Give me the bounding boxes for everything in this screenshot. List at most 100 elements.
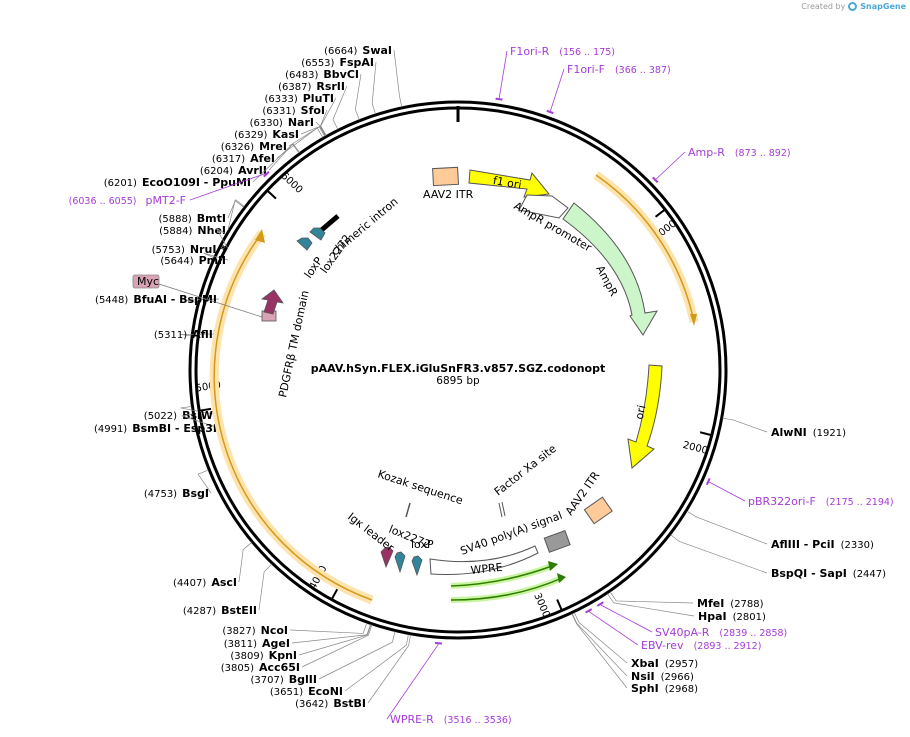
site-bglii[interactable]: BglII(3707) [251,631,396,686]
site-bstbi[interactable]: BstBI(3642) [295,634,411,710]
site-name: AfeI [250,152,275,165]
site-afei[interactable]: AfeI(6317) [212,127,324,165]
site-rsrii[interactable]: RsrII(6387) [278,80,348,130]
site-leader [686,510,768,545]
site-bsgi[interactable]: BsgI(4753) [144,469,212,500]
primer-bind-mark [585,608,593,614]
site-swai[interactable]: SwaI(6664) [324,44,403,108]
site-name: BsgI [182,487,209,500]
site-nsii[interactable]: NsiI(2966) [571,613,694,683]
snapgene-credit: Created by SnapGene [801,2,906,11]
primer-amp-r[interactable]: Amp-R(873 .. 892) [652,146,791,184]
site-leader [289,622,368,634]
site-bsiwi[interactable]: BsiWI(5022) [144,406,220,422]
site-asci[interactable]: AscI(4407) [173,542,252,589]
sv40-shape [543,530,571,553]
primer-name: F1ori-R [510,45,550,58]
site-name: NheI [197,224,226,237]
site-leader [276,127,324,159]
site-acc65i[interactable]: Acc65I(3805) [221,624,373,674]
credit-brand: SnapGene [860,2,906,11]
site-position: (3811) [224,639,257,650]
site-bsteii[interactable]: BstEII(4287) [183,563,272,617]
primer-bind-mark [652,176,659,184]
site-leader [180,406,220,416]
primer-f1ori-f[interactable]: F1ori-F(366 .. 387) [546,63,671,115]
primer-wpre-r[interactable]: WPRE-R(3516 .. 3536) [386,642,512,726]
orf-arc-right-head [690,314,697,326]
site-position: (3642) [295,699,328,710]
aav2-itr-top-shape [432,166,459,187]
site-position: (6483) [285,70,318,81]
site-position: (3651) [270,687,303,698]
primer-name: WPRE-R [390,713,434,726]
primer-bind-mark [495,97,503,101]
site-bfuai[interactable]: BfuAI - BspMI(5448) [95,293,220,306]
tick-6000 [267,190,277,200]
site-nrui[interactable]: NruI *(5753) [152,227,229,256]
site-position: (6326) [221,142,254,153]
primer-range: (366 .. 387) [615,65,671,76]
primer-pmt2-f[interactable]: pMT2-F(6036 .. 6055) [69,171,270,207]
site-position: (4991) [94,424,127,435]
sv40-label: SV40 poly(A) signal [459,509,564,558]
site-ncoi[interactable]: NcoI(3827) [222,622,368,637]
site-name: SfoI [301,104,325,117]
site-mfei[interactable]: MfeI(2788) [609,591,764,610]
site-nhei[interactable]: NheI(5884) [159,200,244,237]
primer-ebv-rev[interactable]: EBV-rev(2893 .. 2912) [585,608,762,652]
site-name: RsrII [316,80,345,93]
credit-created-by: Created by [801,2,846,11]
site-pmli[interactable]: PmlI(5644) [160,252,229,267]
orf-arc-left-head [255,229,265,243]
tick-2000 [699,431,712,436]
primer-f1ori-r[interactable]: F1ori-R(156 .. 175) [495,45,615,101]
site-alwni[interactable]: AlwNI(1921) [722,417,846,439]
site-econi[interactable]: EcoNI(3651) [270,634,409,698]
backbone [188,100,728,640]
site-mrei[interactable]: MreI(6326) [221,126,325,153]
primer-leader [588,611,639,646]
lox2272-bottom-shape [394,551,406,574]
site-ecoo109i[interactable]: EcoO109I - PpuMI(6201) [104,143,300,189]
primer-leader [655,151,686,180]
site-bmti[interactable]: BmtI(5888) [159,199,245,225]
site-afliii[interactable]: AflIII - PciI(2330) [686,510,874,551]
site-avrii[interactable]: AvrII(6204) [200,143,300,177]
site-hpai[interactable]: HpaI(2801) [607,593,766,623]
site-position: (2447) [853,569,886,580]
site-bbvci[interactable]: BbvCI(6483) [285,68,362,120]
site-name: KasI [272,128,299,141]
primer-leader [550,68,565,112]
site-kasi[interactable]: KasI(6329) [234,125,326,141]
site-leader [670,534,768,574]
site-bspqi[interactable]: BspQI - SapI(2447) [670,534,886,580]
primer-range: (2839 .. 2858) [719,628,787,639]
site-bsmbi[interactable]: BsmBI - Esp3I (4991) [94,413,220,435]
site-leader [722,417,768,433]
site-name: BsmBI - Esp3I [132,422,217,435]
primer-bind-mark [596,601,604,607]
ampr-shape [562,202,658,336]
site-position: (6330) [250,118,283,129]
site-aflii[interactable]: AflII(5311) [154,328,220,341]
ori-shape [627,364,663,469]
primer-sv40pa-r[interactable]: SV40pA-R (2839 .. 2858) [596,601,787,639]
site-xbai[interactable]: XbaI(2957) [573,612,698,670]
site-leader [268,143,300,171]
site-name: NsiI [631,670,655,683]
orf-arc-left [209,230,374,605]
kozak-mark [405,502,411,518]
igk-leader-shape [380,546,394,569]
factor-xa-label: Factor Xa site [492,442,559,498]
site-kpni[interactable]: KpnI(3809) [230,624,372,662]
primer-pbr322ori-f[interactable]: pBR322ori-F(2175 .. 2194) [705,477,894,508]
site-leader [298,624,372,656]
tick-3000 [556,599,563,610]
primer-name: SV40pA-R [655,626,710,639]
site-sphi[interactable]: SphI(2968) [571,613,698,695]
site-fspai[interactable]: FspAI(6553) [301,56,377,115]
site-leader [300,125,326,137]
orf-arc-left-line [213,232,373,601]
wpre-arrow-1-head [548,561,558,571]
